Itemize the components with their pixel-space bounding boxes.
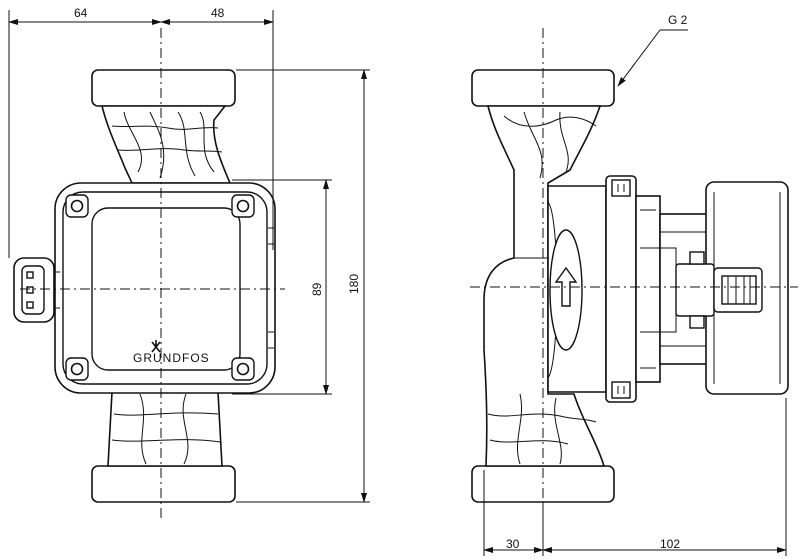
bolt-top-right: [231, 194, 255, 218]
pipe-body: [483, 105, 606, 467]
dim-48-label: 48: [211, 6, 225, 20]
lower-neck: [107, 391, 223, 467]
plug-connector: [13, 257, 60, 323]
upper-neck: [100, 105, 232, 184]
dim-30-label: 30: [506, 537, 520, 551]
front-view: GRUNDFOS: [13, 28, 285, 520]
brand-logo: GRUNDFOS: [133, 340, 210, 365]
front-dimensions: 64 48 89 180: [8, 6, 370, 503]
side-connector: [640, 247, 763, 333]
dim-102-label: 102: [660, 537, 680, 551]
logo-icon: [151, 340, 161, 353]
bottom-flange: [91, 465, 236, 503]
dim-89-label: 89: [310, 282, 324, 296]
bolt-bottom-right: [231, 357, 255, 381]
dim-64-label: 64: [74, 6, 88, 20]
brand-label: GRUNDFOS: [133, 351, 210, 365]
thread-label: G 2: [668, 13, 688, 27]
bolt-bottom-left: [65, 357, 89, 381]
bolt-top-left: [65, 194, 89, 218]
side-dimensions: 30 102: [483, 398, 787, 556]
thread-callout: G 2: [617, 13, 688, 87]
side-view: [470, 28, 798, 520]
top-flange: [91, 69, 236, 107]
dim-180-label: 180: [347, 274, 361, 294]
